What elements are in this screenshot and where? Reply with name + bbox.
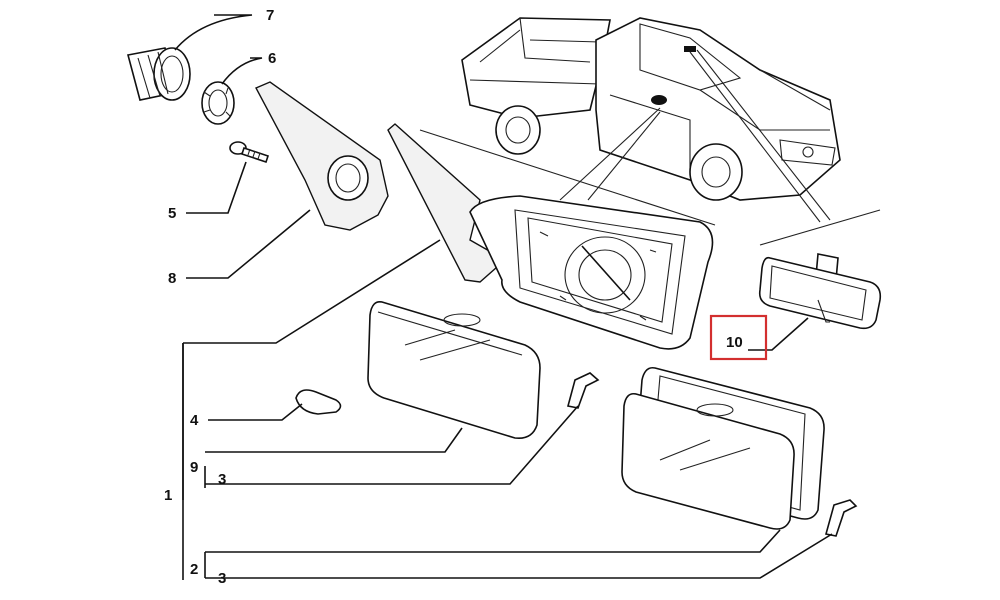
- pickup-truck-illustration: [461, 17, 841, 201]
- mirror-housing-part: [387, 123, 714, 350]
- clip-part-lower: [825, 499, 858, 537]
- callout-9: 9: [190, 459, 198, 476]
- rubber-boot-part: [127, 47, 191, 101]
- mirror-glass-framed-part: [621, 366, 825, 530]
- callout-4: 4: [190, 412, 199, 429]
- callout-3-lower: 3: [218, 570, 226, 587]
- mount-plate-part: [255, 81, 389, 231]
- exterior-mirror-spot: [651, 95, 667, 105]
- clip-part-upper: [567, 372, 600, 409]
- mirror-glass-part: [367, 300, 541, 440]
- cap-part: [295, 389, 342, 415]
- callout-1: 1: [164, 487, 172, 504]
- callout-5: 5: [168, 205, 176, 222]
- screw-part: [229, 141, 270, 164]
- ring-nut-part: [201, 81, 235, 125]
- callout-labels: 7 6 5 8 4 9 3 1 2 3 10: [164, 7, 768, 587]
- interior-mirror-part: [758, 253, 882, 330]
- callout-6: 6: [268, 50, 276, 67]
- highlight-box: [709, 314, 768, 361]
- interior-mirror-spot: [684, 46, 696, 52]
- callout-7: 7: [266, 7, 274, 24]
- callout-3-upper: 3: [218, 471, 226, 488]
- callout-8: 8: [168, 270, 176, 287]
- callout-2: 2: [190, 561, 198, 578]
- leader-lines: [174, 14, 833, 580]
- truck-leaders: [419, 49, 881, 246]
- callout-10: 10: [726, 334, 743, 351]
